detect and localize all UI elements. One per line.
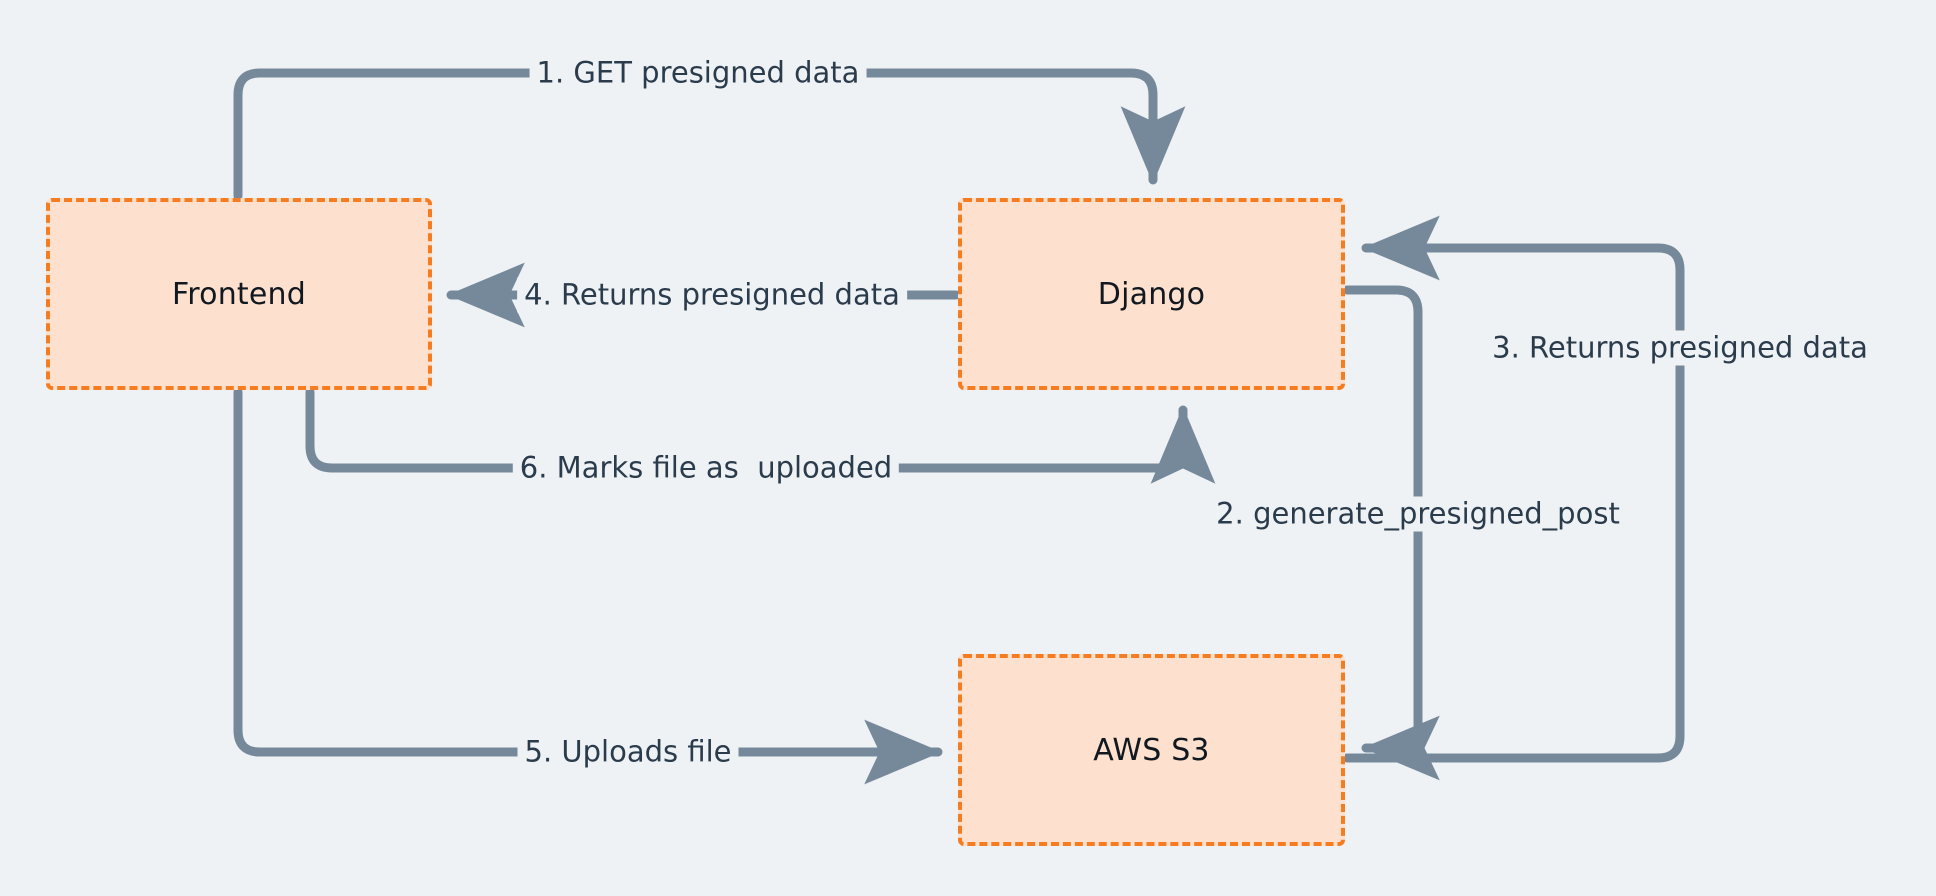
node-frontend-label: Frontend xyxy=(172,276,306,312)
node-aws-s3-label: AWS S3 xyxy=(1093,732,1210,768)
edge-label-4: 4. Returns presigned data xyxy=(517,277,907,313)
node-frontend[interactable]: Frontend xyxy=(46,198,432,390)
edge-path-3 xyxy=(1342,215,1685,763)
edge-label-6: 6. Marks file as uploaded xyxy=(512,450,900,486)
node-django-label: Django xyxy=(1097,276,1206,312)
node-django[interactable]: Django xyxy=(958,198,1345,390)
edge-label-2: 2. generate_presigned_post xyxy=(1209,496,1627,532)
edge-label-1: 1. GET presigned data xyxy=(529,55,867,91)
edge-path-5 xyxy=(233,387,943,785)
edge-label-3: 3. Returns presigned data xyxy=(1485,330,1875,366)
edge-label-5: 5. Uploads file xyxy=(517,734,739,770)
edge-path-1 xyxy=(233,68,1186,201)
node-aws-s3[interactable]: AWS S3 xyxy=(958,654,1345,846)
